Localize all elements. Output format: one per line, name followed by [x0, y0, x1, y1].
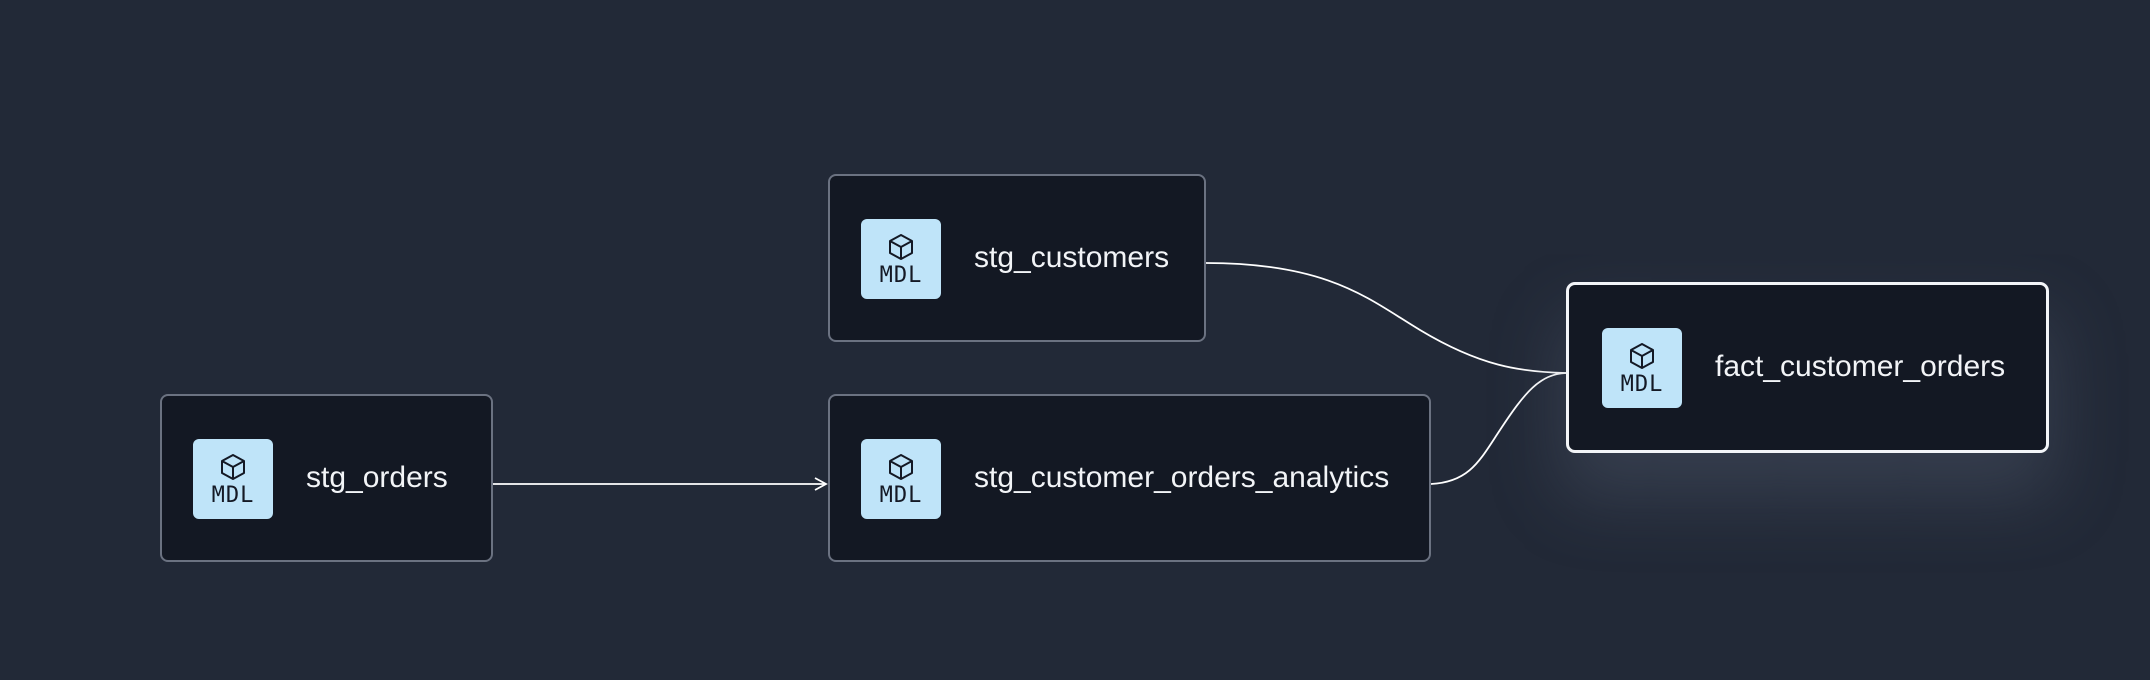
badge-text: MDL	[211, 483, 255, 508]
model-badge: MDL	[861, 439, 941, 519]
edge-stg-customers-to-fact-customer-orders[interactable]	[1205, 262, 1567, 374]
model-node-stg-customer-orders-analytics[interactable]: MDL stg_customer_orders_analytics	[828, 394, 1431, 562]
model-node-fact-customer-orders[interactable]: MDL fact_customer_orders	[1566, 282, 2049, 453]
model-node-stg-orders[interactable]: MDL stg_orders	[160, 394, 493, 562]
cube-icon	[889, 454, 913, 480]
edge-stg-customer-orders-analytics-to-fact-customer-orders[interactable]	[1430, 372, 1567, 485]
node-label: stg_customers	[974, 241, 1170, 274]
model-badge: MDL	[1602, 328, 1682, 408]
cube-icon	[221, 454, 245, 480]
badge-text: MDL	[879, 483, 923, 508]
model-badge: MDL	[861, 219, 941, 299]
node-label: stg_customer_orders_analytics	[974, 461, 1390, 494]
badge-text: MDL	[1620, 372, 1664, 397]
node-label: stg_orders	[306, 461, 448, 494]
model-badge: MDL	[193, 439, 273, 519]
cube-icon	[889, 234, 913, 260]
badge-text: MDL	[879, 263, 923, 288]
model-node-stg-customers[interactable]: MDL stg_customers	[828, 174, 1206, 342]
node-label: fact_customer_orders	[1715, 350, 2006, 383]
cube-icon	[1630, 343, 1654, 369]
